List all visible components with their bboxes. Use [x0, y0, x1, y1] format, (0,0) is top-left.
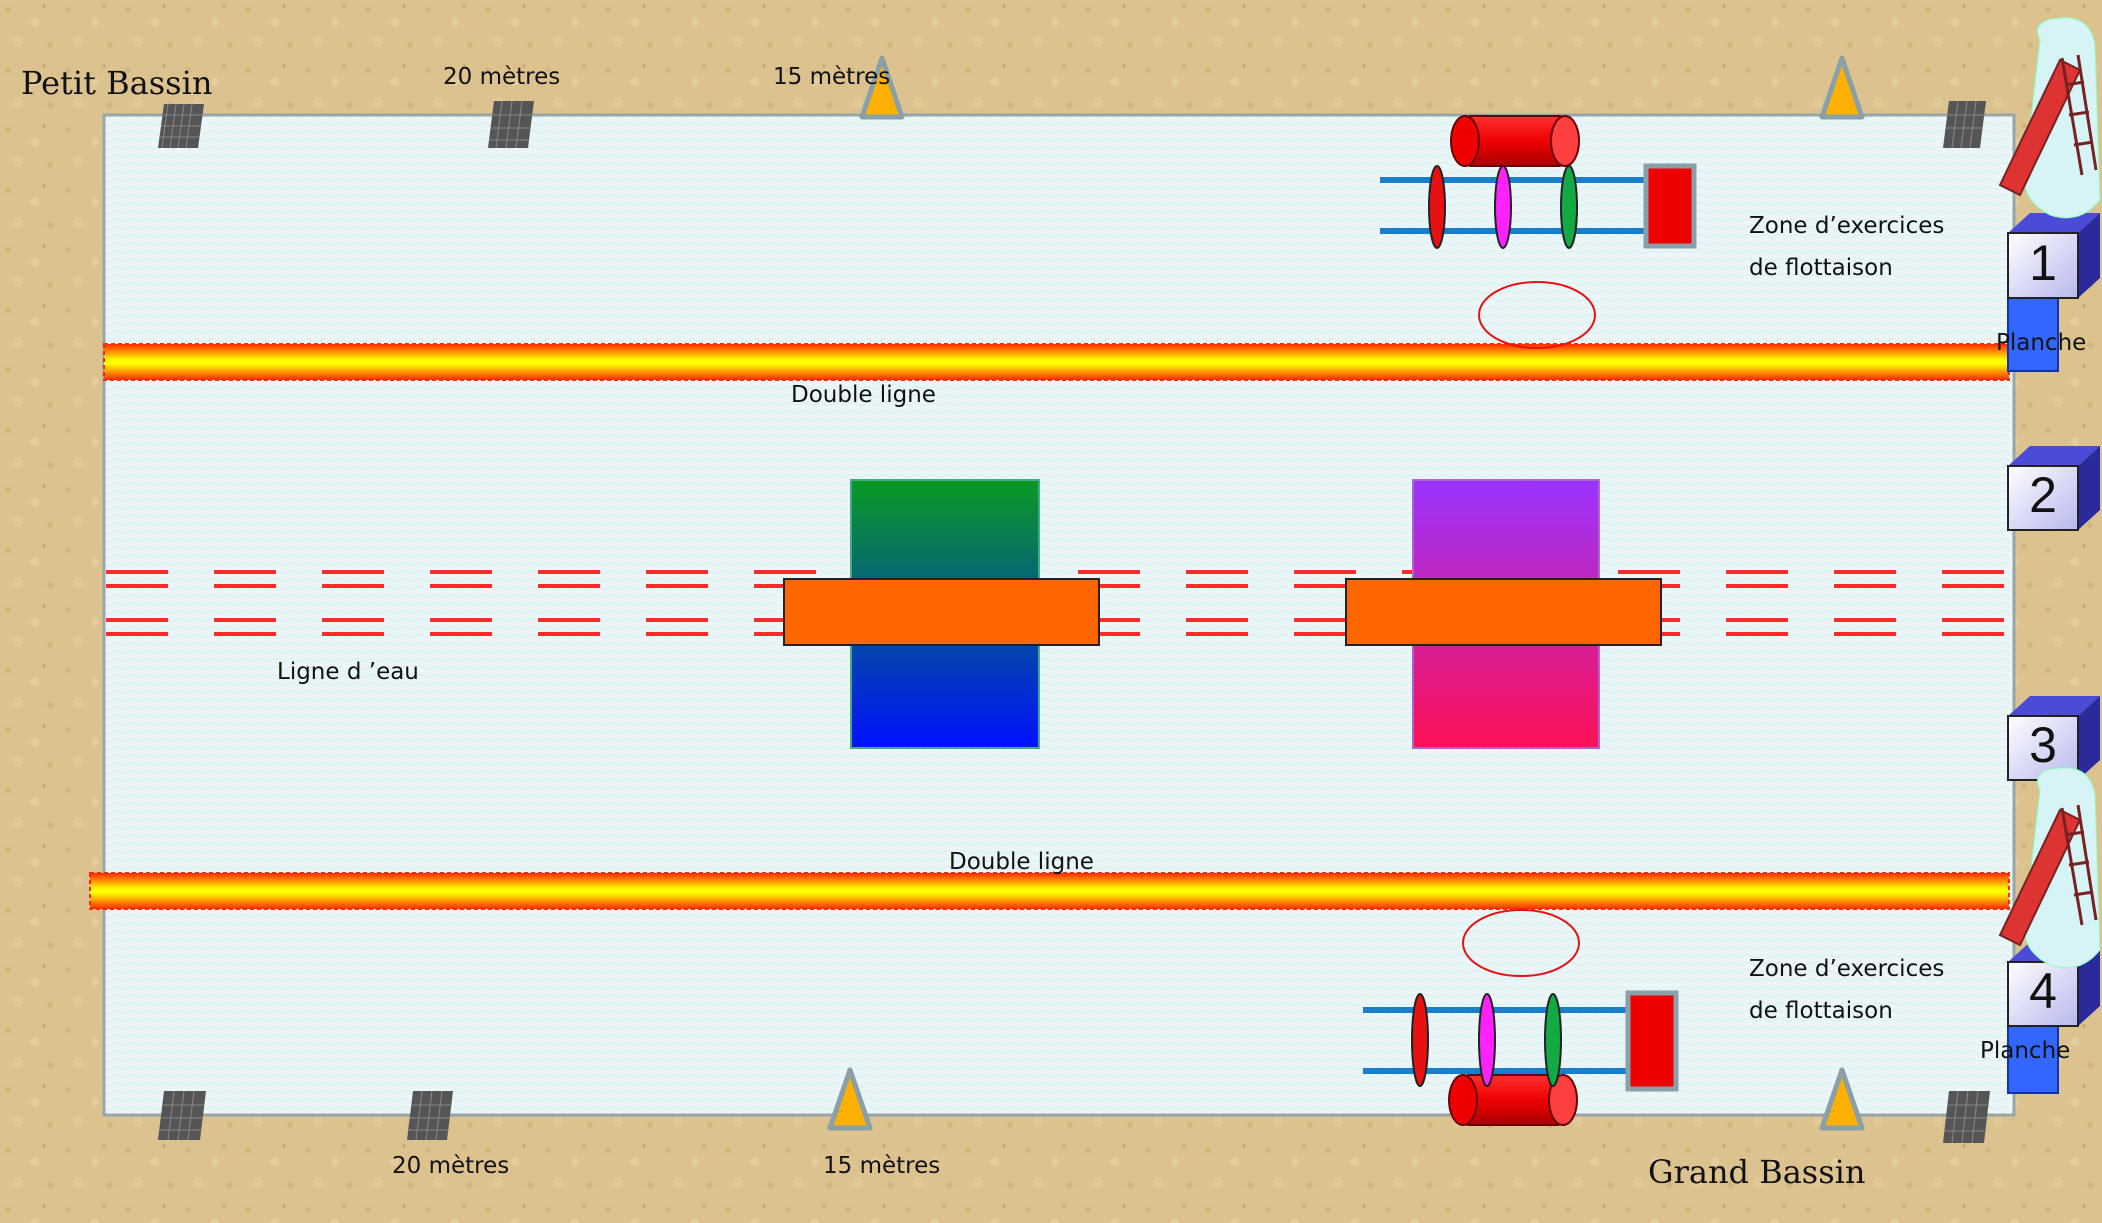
water-line-label: Ligne d ’eau — [277, 659, 419, 685]
cone-icon — [827, 1067, 873, 1131]
obstacle-mat-right — [1345, 479, 1662, 749]
distance-15m-top: 15 mètres — [773, 64, 891, 90]
grid-marker-icon — [158, 1090, 206, 1141]
cone-icon — [1819, 55, 1865, 120]
flotation-zone-label-bottom-2: de flottaison — [1749, 998, 1893, 1024]
red-ring-bottom — [1462, 909, 1580, 977]
slide-icon — [1998, 767, 2101, 969]
hoop-rack-bottom — [1363, 990, 1679, 1092]
obstacle-mat-left — [783, 479, 1100, 749]
float-cylinder-icon — [1450, 115, 1580, 167]
distance-20m-bottom: 20 mètres — [392, 1153, 510, 1179]
double-line-rope-bottom — [89, 872, 2010, 910]
starting-block-number-1: 1 — [2029, 235, 2057, 291]
cone-icon — [1819, 1067, 1865, 1131]
petit-bassin-label: Petit Bassin — [21, 64, 213, 102]
flotation-zone-label-top-2: de flottaison — [1749, 255, 1893, 281]
cone-icon — [859, 55, 905, 120]
flotation-zone-label-bottom-1: Zone d’exercices — [1749, 956, 1945, 982]
double-line-rope-top — [103, 343, 2010, 381]
float-cylinder-icon — [1448, 1074, 1578, 1126]
starting-block-number-4: 4 — [2029, 963, 2057, 1019]
hoop-icon — [1411, 993, 1429, 1087]
kickboard-label-top: Planche — [1996, 330, 2087, 356]
starting-block-number-2: 2 — [2029, 467, 2057, 523]
kickboard-bottom — [2007, 1014, 2059, 1094]
slide-icon — [1998, 17, 2101, 219]
kickboard-label-bottom: Planche — [1980, 1038, 2071, 1064]
hoop-icon — [1494, 165, 1512, 249]
starting-block-1 — [2007, 213, 2100, 299]
grid-marker-icon — [1943, 100, 1986, 149]
hoop-icon — [1478, 993, 1496, 1087]
hoop-rack-top — [1380, 163, 1697, 249]
grid-marker-icon — [158, 103, 204, 149]
hoop-icon — [1428, 165, 1446, 249]
grid-marker-icon — [407, 1090, 453, 1141]
distance-20m-top: 20 mètres — [443, 64, 561, 90]
starting-block-number-3: 3 — [2029, 717, 2057, 773]
double-line-label-top: Double ligne — [791, 382, 936, 408]
hoop-icon — [1544, 993, 1562, 1087]
hoop-icon — [1560, 165, 1578, 249]
double-line-label-bottom: Double ligne — [949, 849, 1094, 875]
starting-block-2 — [2007, 446, 2100, 531]
grand-bassin-label: Grand Bassin — [1648, 1153, 1866, 1191]
flotation-zone-label-top-1: Zone d’exercices — [1749, 213, 1945, 239]
distance-15m-bottom: 15 mètres — [823, 1153, 941, 1179]
grid-marker-icon — [488, 100, 534, 149]
kickboard-top — [2007, 295, 2059, 372]
red-ring-top — [1478, 281, 1596, 349]
grid-marker-icon — [1943, 1090, 1990, 1144]
